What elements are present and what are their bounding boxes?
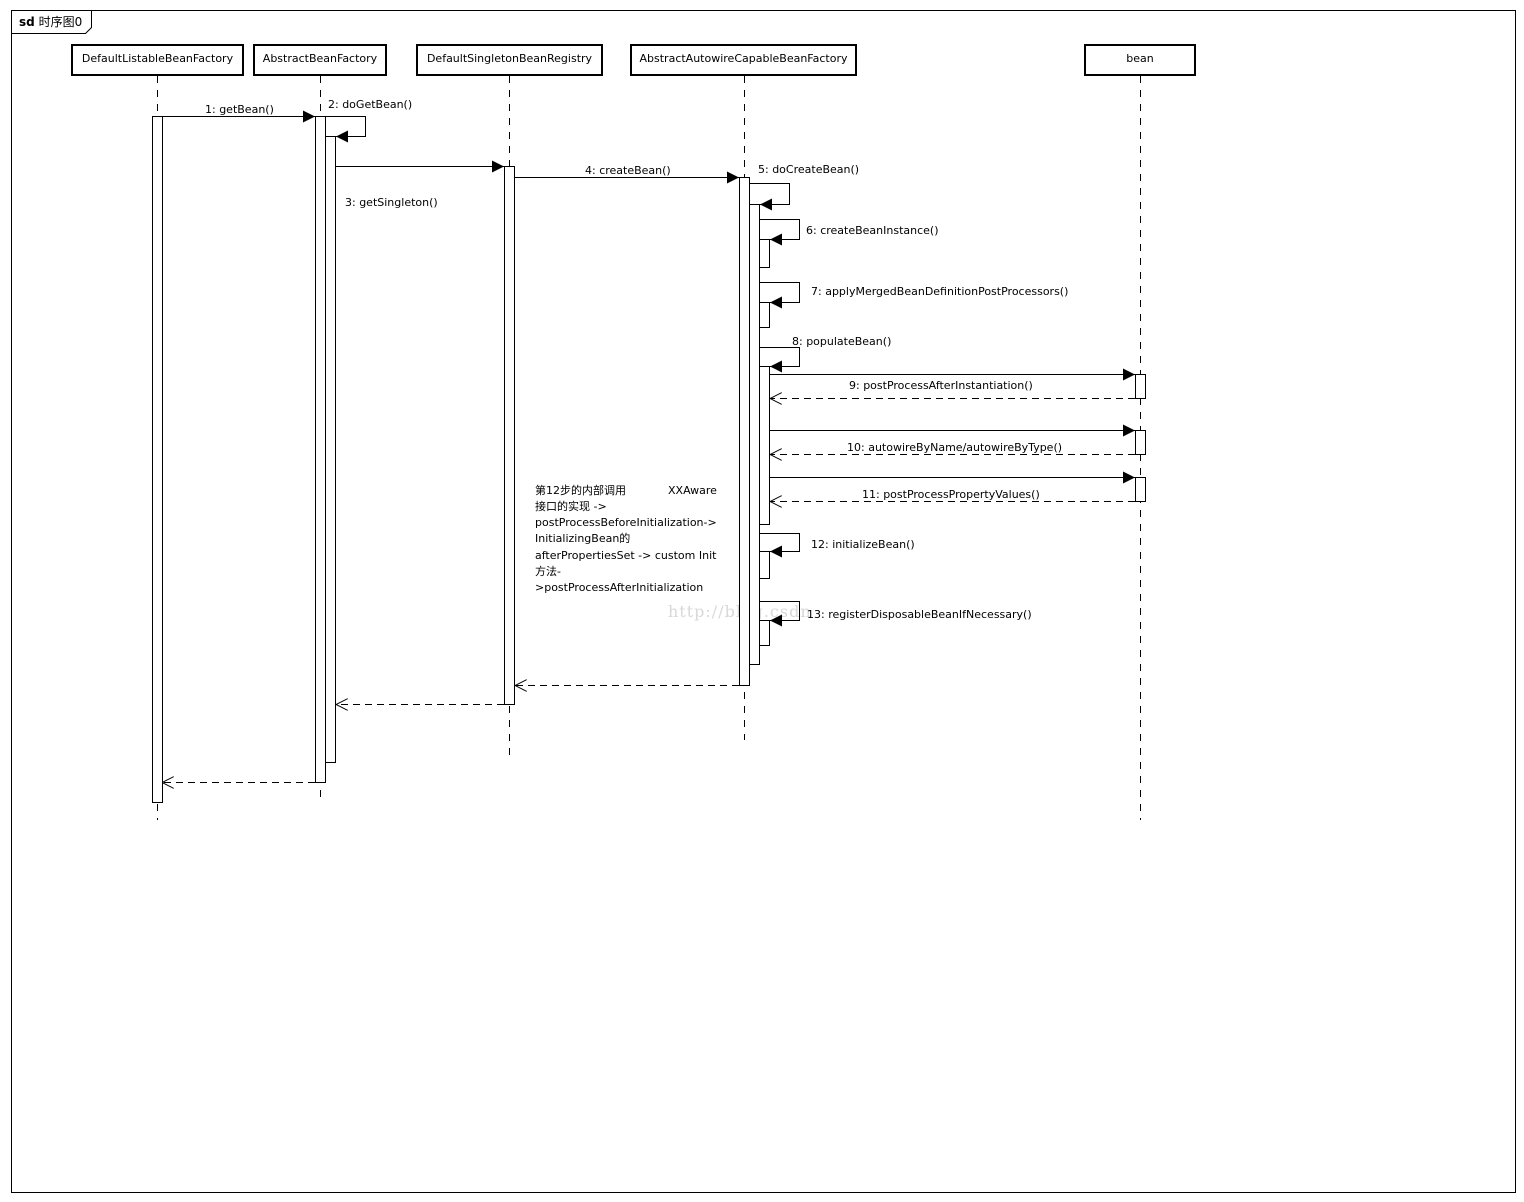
note-line-1: 第12步的内部调用 [535, 483, 626, 497]
activation-p4-register [759, 620, 770, 646]
message-m6-label: 6: createBeanInstance() [806, 224, 939, 237]
activation-p4-outer [739, 177, 750, 686]
message-m2-label: 2: doGetBean() [328, 98, 412, 111]
participant-p5[interactable]: bean [1084, 44, 1196, 76]
message-m11-label: 11: postProcessPropertyValues() [862, 488, 1040, 501]
participant-p3[interactable]: DefaultSingletonBeanRegistry [416, 44, 603, 76]
activation-p5-m10 [1135, 430, 1146, 455]
participant-p1-label: DefaultListableBeanFactory [82, 52, 234, 65]
message-labels: 1: getBean() 2: doGetBean() 3: getSingle… [205, 98, 1068, 621]
note-line-7: >postProcessAfterInitialization [535, 581, 703, 594]
frame-name: 时序图0 [39, 14, 83, 29]
message-m2-arrow [326, 116, 366, 143]
message-m7-label: 7: applyMergedBeanDefinitionPostProcesso… [811, 285, 1068, 298]
activation-p5-m11 [1135, 477, 1146, 502]
activation-p4-initialize [759, 551, 770, 579]
note-line-3: postProcessBeforeInitialization-> [535, 516, 717, 529]
message-m9-label: 9: postProcessAfterInstantiation() [849, 379, 1033, 392]
participant-p2-label: AbstractBeanFactory [263, 52, 378, 65]
activation-p2-outer [315, 116, 326, 783]
message-m5-label: 5: doCreateBean() [758, 163, 859, 176]
activations [152, 116, 1146, 803]
message-m1-label: 1: getBean() [205, 103, 274, 116]
frame-keyword: sd [19, 15, 35, 29]
activation-p2-inner [325, 136, 336, 763]
activation-p3 [504, 166, 515, 705]
activation-p4-create-instance [759, 239, 770, 268]
activation-p4-apply-merged [759, 302, 770, 328]
message-m3-label: 3: getSingleton() [345, 196, 438, 209]
participant-p4-label: AbstractAutowireCapableBeanFactory [640, 52, 848, 65]
message-m10-label: 10: autowireByName/autowireByType() [847, 441, 1062, 454]
participant-p2[interactable]: AbstractBeanFactory [253, 44, 387, 76]
diagram-frame [11, 10, 1516, 1193]
note-line-2: 接口的实现 -> [535, 499, 607, 513]
note-line-6: 方法- [535, 564, 561, 578]
message-arrows [162, 110, 1135, 783]
message-m6-arrow [760, 219, 800, 246]
message-m7-arrow [760, 282, 800, 309]
message-m12-arrow [760, 533, 800, 558]
message-m13-arrow [760, 601, 800, 627]
message-m12-label: 12: initializeBean() [811, 538, 915, 551]
participant-p4[interactable]: AbstractAutowireCapableBeanFactory [630, 44, 857, 76]
message-m5-arrow [750, 183, 790, 211]
note: 第12步的内部调用 XXAware 接口的实现 -> postProcessBe… [535, 483, 717, 594]
frame-title: sd 时序图0 [19, 14, 82, 29]
activation-p1 [152, 116, 163, 803]
participant-p1[interactable]: DefaultListableBeanFactory [71, 44, 244, 76]
activation-p4-populate [759, 366, 770, 525]
frame-tab [11, 10, 92, 34]
message-m8-arrow [760, 347, 800, 373]
note-line-5: afterPropertiesSet -> custom Init [535, 549, 717, 562]
note-aside: XXAware [668, 484, 717, 497]
note-line-4: InitializingBean的 [535, 531, 630, 545]
activation-p5-m9 [1135, 374, 1146, 399]
message-m8-label: 8: populateBean() [792, 335, 891, 348]
participant-p3-label: DefaultSingletonBeanRegistry [427, 52, 593, 65]
participant-p5-label: bean [1126, 52, 1153, 65]
activation-p4-inner [749, 204, 760, 665]
message-m4-label: 4: createBean() [585, 164, 671, 177]
message-m13-label: 13: registerDisposableBeanIfNecessary() [807, 608, 1032, 621]
